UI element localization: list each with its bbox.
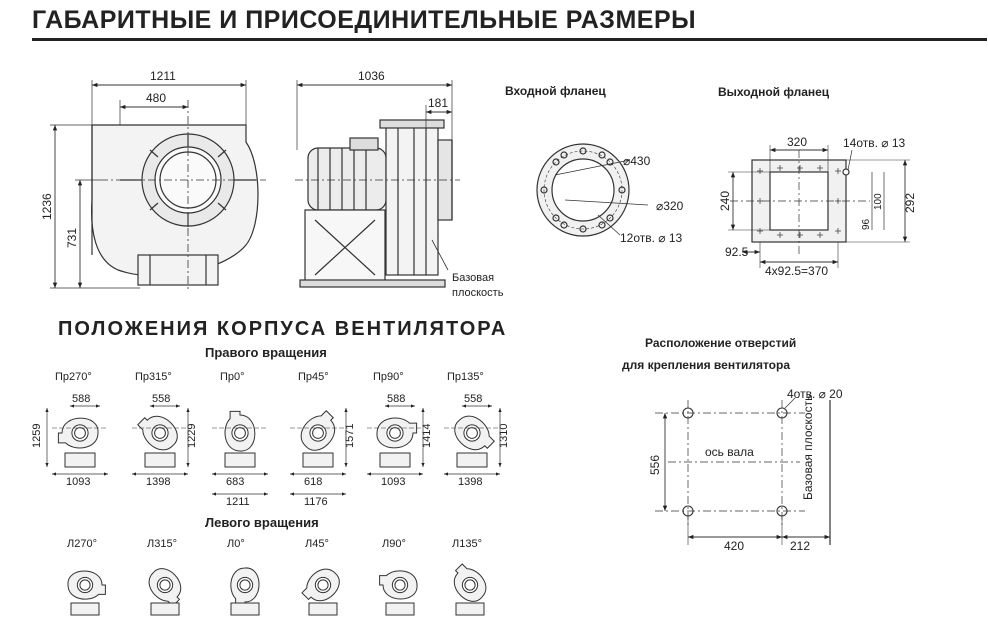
position-dim-bottom2: 1211 xyxy=(226,496,250,508)
outlet-dim-96: 96 xyxy=(861,218,872,230)
outlet-dim-925: 92.5 xyxy=(725,245,749,259)
inlet-d-outer: ⌀430 xyxy=(623,154,651,168)
dim-front-axis: 731 xyxy=(65,228,79,248)
left-positions: Л270° Л315° Л0° Л45° Л90° Л135° xyxy=(67,538,487,616)
mounting-axis-label: ось вала xyxy=(705,445,754,459)
position-label: Л270° xyxy=(67,538,97,550)
dim-front-height: 1236 xyxy=(40,193,54,220)
position-label: Пр270° xyxy=(55,371,92,383)
position-label: Л315° xyxy=(147,538,177,550)
mounting-title-2: для крепления вентилятора xyxy=(622,358,790,372)
outlet-pitch: 4x92.5=370 xyxy=(765,264,828,278)
position-dim-bottom: 1093 xyxy=(381,476,405,488)
left-rotation-title: Левого вращения xyxy=(205,515,319,530)
position-label: Л90° xyxy=(382,538,406,550)
dim-side-flange: 181 xyxy=(428,96,448,110)
dim-front-width: 1211 xyxy=(150,69,176,83)
position-label: Пр135° xyxy=(447,371,484,383)
mounting-holes-label: 4отв. ⌀ 20 xyxy=(787,387,843,401)
outlet-holes: 14отв. ⌀ 13 xyxy=(843,136,906,150)
position-dim-bottom: 683 xyxy=(226,476,244,488)
outlet-dim-100: 100 xyxy=(873,193,884,210)
position-dim-top: 558 xyxy=(464,393,482,405)
position-dim-bottom2: 1176 xyxy=(304,496,328,508)
position-dim-top: 558 xyxy=(152,393,170,405)
position-dim-bottom: 1398 xyxy=(146,476,170,488)
dim-front-inlet: 480 xyxy=(146,91,166,105)
outlet-height: 240 xyxy=(718,191,732,211)
mounting-dim-420: 420 xyxy=(724,539,744,553)
position-dim-top: 588 xyxy=(387,393,405,405)
right-rotation-title: Правого вращения xyxy=(205,345,327,360)
positions-title: ПОЛОЖЕНИЯ КОРПУСА ВЕНТИЛЯТОРА xyxy=(58,318,508,340)
position-dim-bottom: 1398 xyxy=(458,476,482,488)
mounting-holes xyxy=(655,397,831,545)
inlet-flange-title: Входной фланец xyxy=(505,84,606,98)
title-underline xyxy=(32,38,987,41)
mounting-title-1: Расположение отверстий xyxy=(645,336,796,350)
outlet-width: 320 xyxy=(787,135,807,149)
outlet-outer-height: 292 xyxy=(903,193,917,213)
position-label: Л0° xyxy=(227,538,245,550)
position-dim-side: 1259 xyxy=(31,424,43,448)
outlet-flange xyxy=(728,145,910,268)
position-dim-top: 588 xyxy=(72,393,90,405)
dim-side-length: 1036 xyxy=(358,69,385,83)
side-view xyxy=(295,80,460,288)
inlet-holes: 12отв. ⌀ 13 xyxy=(620,231,683,245)
mounting-dim-212: 212 xyxy=(790,539,810,553)
front-view xyxy=(50,80,266,290)
position-dim-bottom: 1093 xyxy=(66,476,90,488)
outlet-flange-title: Выходной фланец xyxy=(718,85,830,99)
inlet-flange xyxy=(536,143,649,237)
mounting-dim-556: 556 xyxy=(648,455,662,475)
position-label: Пр90° xyxy=(373,371,404,383)
position-label: Пр315° xyxy=(135,371,172,383)
position-dim-bottom: 618 xyxy=(304,476,322,488)
inlet-d-inner: ⌀320 xyxy=(656,199,684,213)
mounting-base-plane: Базовая плоскость xyxy=(801,395,815,500)
page-title: ГАБАРИТНЫЕ И ПРИСОЕДИНИТЕЛЬНЫЕ РАЗМЕРЫ xyxy=(32,6,697,34)
position-label: Л45° xyxy=(305,538,329,550)
right-positions: Пр270°58812591093Пр315°55812291398Пр0°68… xyxy=(31,371,510,508)
position-label: Пр0° xyxy=(220,371,245,383)
base-plane-label-2: плоскость xyxy=(452,287,504,299)
base-plane-label-1: Базовая xyxy=(452,272,494,284)
position-label: Л135° xyxy=(452,538,482,550)
position-label: Пр45° xyxy=(298,371,329,383)
